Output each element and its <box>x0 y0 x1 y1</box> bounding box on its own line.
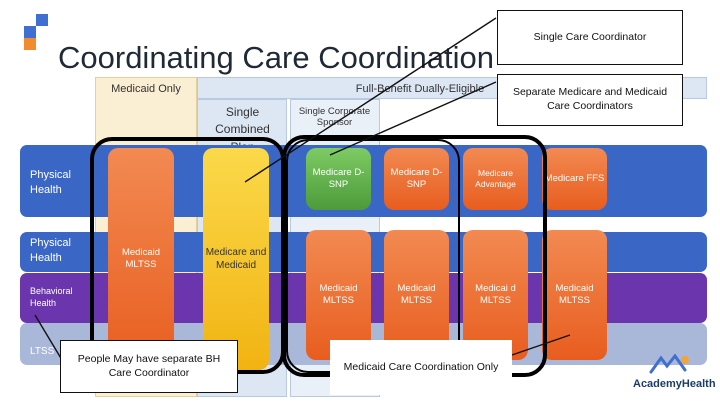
medicaid-mltss-box-4: Medicai d MLTSS <box>463 230 528 360</box>
medicaid-coordination-only-callout: Medicaid Care Coordination Only <box>330 340 512 395</box>
medicare-and-medicaid-box: Medicare and Medicaid <box>203 148 269 370</box>
medicaid-mltss-box-2: Medicaid MLTSS <box>306 230 371 360</box>
medicaid-mltss-box-3: Medicaid MLTSS <box>384 230 449 360</box>
medicaid-only-header: Medicaid Only <box>111 83 181 95</box>
separate-bh-callout: People May have separate BH Care Coordin… <box>60 340 238 393</box>
ltss-label: LTSS <box>30 346 55 357</box>
academyhealth-icon <box>649 353 689 374</box>
medicare-ffs-box: Medicare FFS <box>542 148 607 210</box>
behavioral-health-label: Behavioral Health <box>30 286 73 309</box>
medicaid-mltss-box-5: Medicaid MLTSS <box>542 230 607 360</box>
academyhealth-wordmark: AcademyHealth <box>633 378 716 390</box>
physical-health-label-2: Physical Health <box>30 237 71 264</box>
medicaid-mltss-box: Medicaid MLTSS <box>108 148 174 370</box>
physical-health-label: Physical Health <box>30 169 71 196</box>
single-corporate-sponsor-header: Single Corporate Sponsor <box>298 106 371 128</box>
medicare-advantage-box: Medicare Advantage <box>463 148 528 210</box>
single-care-coordinator-callout: Single Care Coordinator <box>497 10 683 65</box>
medicare-dsnp-box-1: Medicare D-SNP <box>306 148 371 210</box>
medicare-dsnp-box-2: Medicare D-SNP <box>384 148 449 210</box>
page-title: Coordinating Care Coordination <box>58 40 494 75</box>
separate-coordinators-callout: Separate Medicare and Medicaid Care Coor… <box>497 74 683 126</box>
full-benefit-header: Full-Benefit Dually-Eligible <box>355 83 485 95</box>
